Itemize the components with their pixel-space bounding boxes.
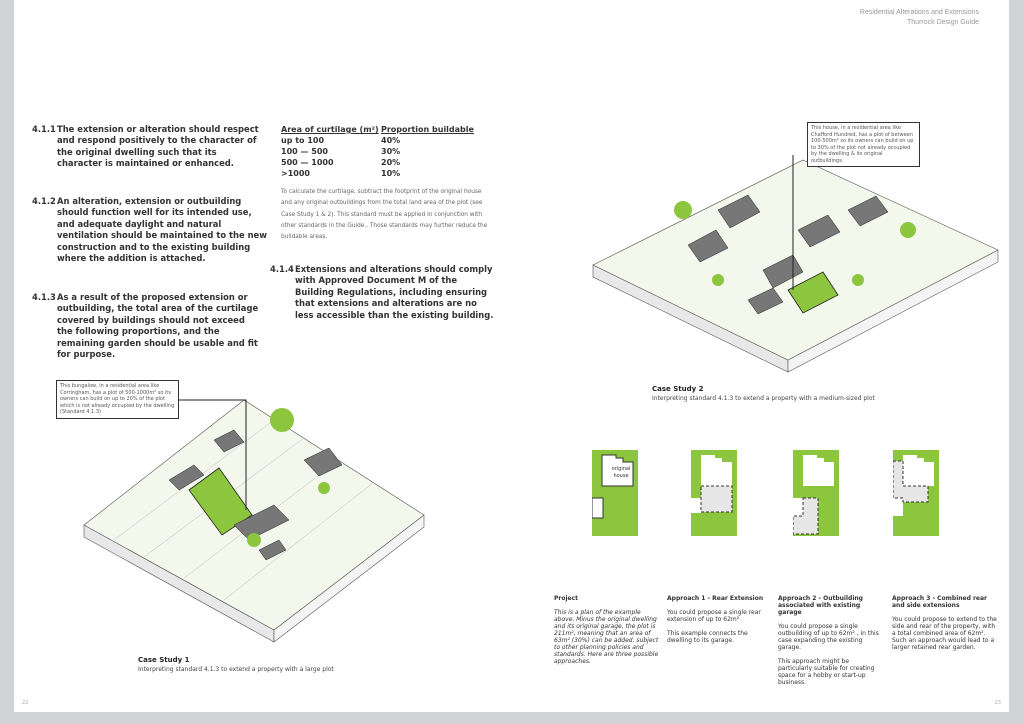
table-cell: 40% xyxy=(381,136,401,145)
plan-approach-1 xyxy=(691,450,737,536)
table-row: >1000 10% xyxy=(281,168,474,179)
table-header: Area of curtilage (m²) xyxy=(281,125,379,134)
plan-project xyxy=(592,450,638,536)
case-study-2-caption: Case Study 2 Interpreting standard 4.1.3… xyxy=(652,385,875,402)
case-study-subtitle: Interpreting standard 4.1.3 to extend a … xyxy=(138,666,334,673)
column-text: This is a plan of the example above. Min… xyxy=(554,609,659,665)
table-cell: 10% xyxy=(381,169,401,178)
standard-text: Extensions and alterations should comply… xyxy=(295,264,494,320)
column-title: Approach 1 - Rear Extension xyxy=(667,595,764,602)
table-row: up to 100 40% xyxy=(281,135,474,146)
table-cell: 500 — 1000 xyxy=(281,158,334,167)
case-study-2-illustration xyxy=(592,155,999,373)
column-title: Approach 2 - Outbuilding associated with… xyxy=(778,595,863,616)
document-spread: Residential Alterations and Extensions T… xyxy=(14,0,1009,712)
case-study-1-callout: This bungalow, in a residential area lik… xyxy=(56,380,179,419)
table-row: 500 — 1000 20% xyxy=(281,157,474,168)
standard-number: 4.1.1 xyxy=(32,124,56,134)
table-cell: 30% xyxy=(381,147,401,156)
standard-number: 4.1.4 xyxy=(270,264,294,274)
column-approach-1: Approach 1 - Rear Extension You could pr… xyxy=(667,595,772,651)
standard-number: 4.1.3 xyxy=(32,292,56,302)
column-project: Project This is a plan of the example ab… xyxy=(554,595,659,672)
page-number-right: 23 xyxy=(994,700,1001,706)
table-cell: up to 100 xyxy=(281,136,325,145)
table-cell: >1000 xyxy=(281,169,310,178)
standard-number: 4.1.2 xyxy=(32,196,56,206)
case-study-2-callout: This house, in a residential area like C… xyxy=(807,122,920,167)
case-study-title: Case Study 2 xyxy=(652,385,704,393)
column-title: Project xyxy=(554,595,579,602)
highlighted-plot xyxy=(188,467,253,536)
column-text: You could propose to extend to the side … xyxy=(892,616,997,651)
highlighted-plot xyxy=(787,271,839,314)
standard-text: An alteration, extension or outbuilding … xyxy=(57,196,267,264)
column-approach-2: Approach 2 - Outbuilding associated with… xyxy=(778,595,883,693)
curtilage-note: To calculate the curtilage, subtract the… xyxy=(281,189,488,241)
standard-text: As a result of the proposed extension or… xyxy=(57,292,259,360)
case-study-subtitle: Interpreting standard 4.1.3 to extend a … xyxy=(652,395,875,402)
column-approach-3: Approach 3 - Combined rear and side exte… xyxy=(892,595,997,658)
column-title: Approach 3 - Combined rear and side exte… xyxy=(892,595,988,609)
running-header: Residential Alterations and Extensions T… xyxy=(860,8,979,28)
plan-approach-3 xyxy=(893,450,939,536)
table-header: Proportion buildable xyxy=(381,125,474,134)
header-title: Residential Alterations and Extensions xyxy=(859,9,979,16)
table-row: 100 — 500 30% xyxy=(281,146,474,157)
table-cell: 100 — 500 xyxy=(281,147,328,156)
case-study-1-illustration xyxy=(83,399,425,643)
standard-text: The extension or alteration should respe… xyxy=(57,124,259,169)
column-text: This example connects the dwelling to it… xyxy=(667,630,748,644)
plan-approach-2 xyxy=(793,450,839,536)
case-study-title: Case Study 1 xyxy=(138,656,190,664)
table-cell: 20% xyxy=(381,158,401,167)
page-number-left: 22 xyxy=(22,700,29,706)
column-text: This approach might be particularly suit… xyxy=(778,658,875,686)
case-study-1-caption: Case Study 1 Interpreting standard 4.1.3… xyxy=(138,656,334,673)
curtilage-table: Area of curtilage (m²)Proportion buildab… xyxy=(281,124,474,179)
column-text: You could propose a single rear extensio… xyxy=(667,609,761,623)
original-house-label: original house xyxy=(611,466,631,479)
column-text: You could propose a single outbuilding o… xyxy=(778,623,879,651)
header-subtitle: Thurrock Design Guide xyxy=(907,19,979,26)
